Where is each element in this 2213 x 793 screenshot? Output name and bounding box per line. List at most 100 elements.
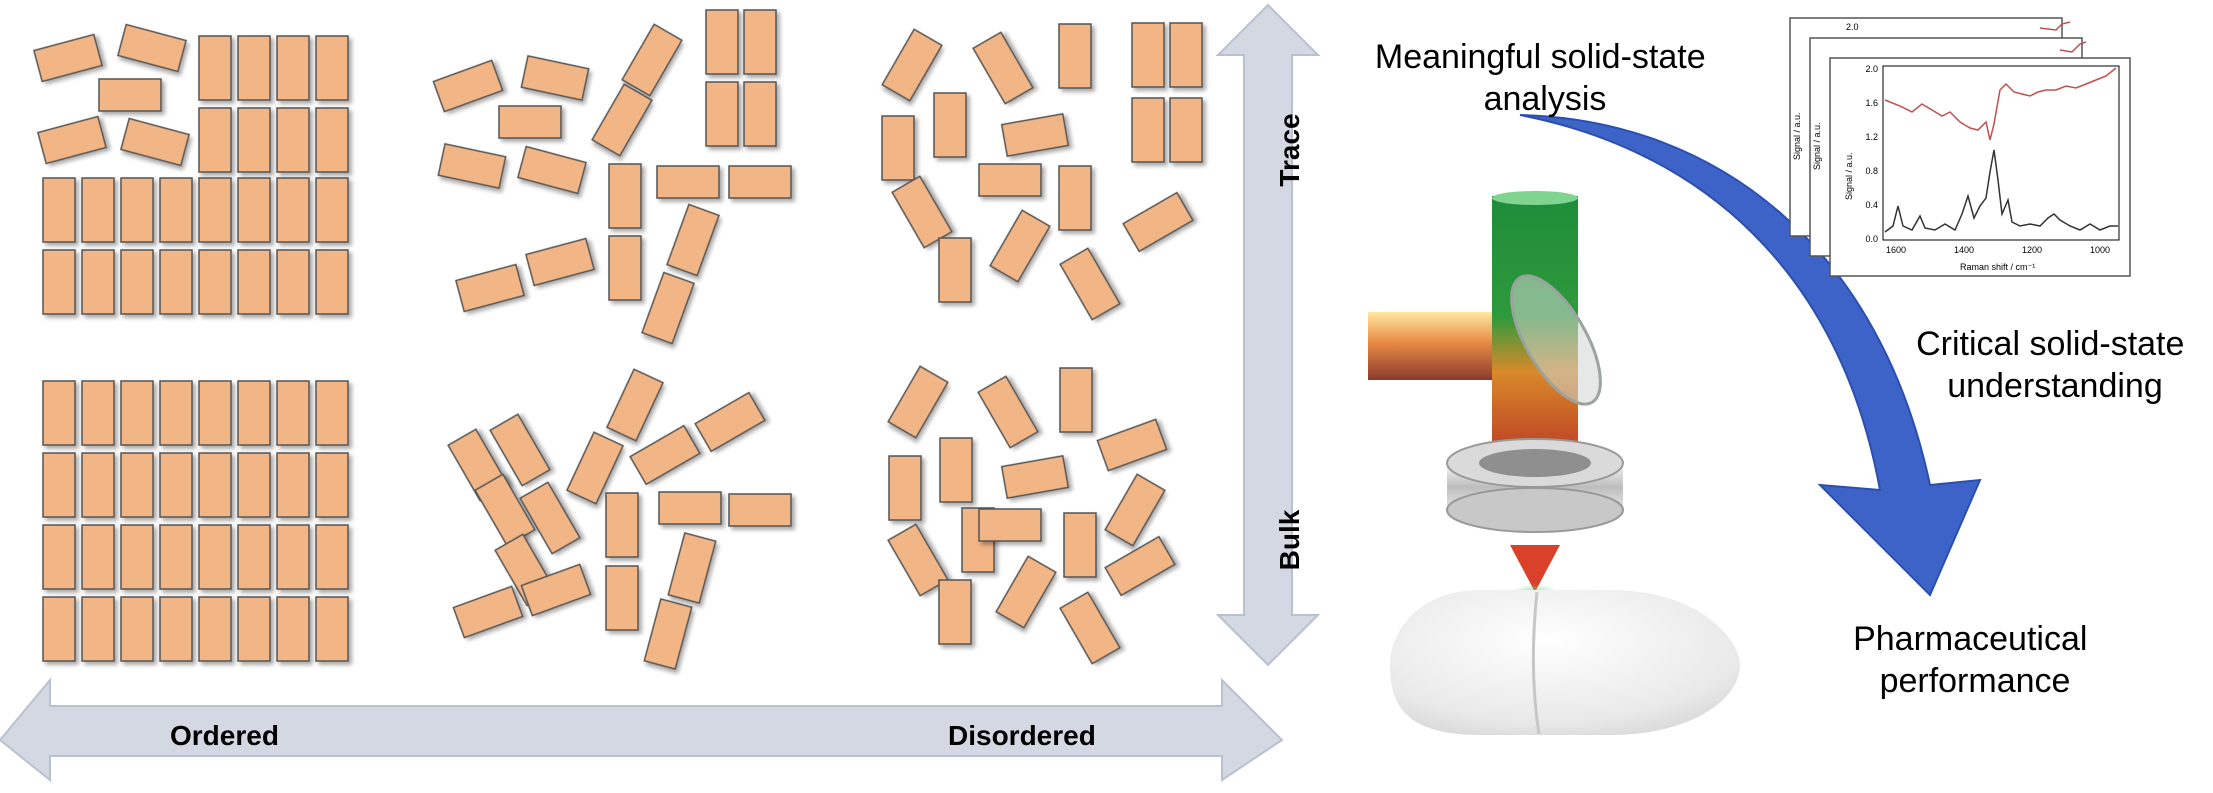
crystal-tile [198, 596, 232, 662]
crystal-tile [198, 177, 232, 243]
crystal-tile [743, 81, 777, 147]
crystal-tile [276, 177, 310, 243]
crystal-tile [1169, 97, 1203, 163]
disordered-label: Disordered [948, 720, 1096, 751]
crystal-tile [605, 492, 639, 558]
crystal-tile [81, 596, 115, 662]
crystal-tile [591, 83, 653, 157]
back-ytick: 2.0 [1846, 22, 1859, 32]
crystal-tile [116, 23, 188, 73]
raman-instrument [1368, 191, 1624, 608]
crystal-tile [159, 596, 193, 662]
crystal-tile [276, 596, 310, 662]
crystal-tile [520, 55, 590, 101]
crystal-tile [276, 524, 310, 590]
crystal-tile [276, 249, 310, 315]
crystal-tile [36, 115, 108, 165]
crystal-tile [159, 249, 193, 315]
crystal-tile [42, 596, 76, 662]
crystal-tile [237, 107, 271, 173]
crystal-tile [159, 452, 193, 518]
x-tick-label: 1400 [1954, 245, 1974, 255]
crystal-tile [1063, 512, 1097, 578]
crystal-tile [315, 380, 349, 446]
crystal-tile [237, 35, 271, 101]
crystal-tile [42, 452, 76, 518]
crystal-tile [667, 532, 717, 604]
crystal-tile [1058, 23, 1092, 89]
crystal-tile [694, 391, 766, 453]
top-trace-back [2039, 21, 2071, 31]
crystal-tile [42, 524, 76, 590]
crystal-tile [315, 35, 349, 101]
order-axis-arrow [0, 677, 1284, 783]
crystal-tile [1059, 247, 1121, 321]
crystal-tile [198, 249, 232, 315]
plot-frame [1882, 65, 2120, 241]
crystal-tile [159, 380, 193, 446]
crystal-tile [881, 115, 915, 181]
crystal-tile [1059, 591, 1121, 665]
crystal-tile [120, 596, 154, 662]
trace-label: Trace [1274, 113, 1305, 186]
crystal-tile [120, 524, 154, 590]
crystal-tile [978, 163, 1042, 197]
y-tick-label: 0.8 [1865, 166, 1878, 176]
crystal-tile [1058, 165, 1092, 231]
crystal-tile [315, 177, 349, 243]
crystal-tile [524, 237, 596, 287]
middle-ylabel: Signal / a.u. [1812, 122, 1822, 170]
crystal-tile [159, 524, 193, 590]
crystal-tile [237, 177, 271, 243]
analysis-label: Meaningful solid-state analysis [1375, 38, 1715, 118]
crystal-tile [159, 177, 193, 243]
x-tick-label: 1200 [2022, 245, 2042, 255]
crystal-tile [120, 177, 154, 243]
y-tick-label: 1.6 [1865, 98, 1878, 108]
crystal-tile [120, 452, 154, 518]
crystal-tile [891, 175, 953, 249]
x-axis-label: Raman shift / cm⁻¹ [1960, 262, 2035, 272]
crystal-tile [629, 424, 701, 486]
bulk-label: Bulk [1274, 509, 1305, 570]
crystal-tile [605, 565, 639, 631]
crystal-tile [474, 473, 536, 547]
crystal-tile [887, 365, 949, 439]
crystal-tile [276, 107, 310, 173]
crystal-tile [42, 249, 76, 315]
spectrum-inset: 2.0 Signal / a.u. Signal / a.u. Signal /… [1789, 17, 2131, 277]
crystal-tile [198, 524, 232, 590]
x-tick-label: 1000 [2090, 245, 2110, 255]
crystal-tile [705, 81, 739, 147]
crystal-tile [881, 28, 943, 102]
crystal-tile [198, 107, 232, 173]
crystal-tile [1122, 191, 1194, 253]
crystal-tile [666, 203, 720, 277]
crystal-tile [489, 413, 551, 487]
crystal-tile [565, 431, 625, 505]
crystal-tile [728, 165, 792, 199]
crystal-tile [237, 452, 271, 518]
crystal-tile [81, 249, 115, 315]
crystal-tile [938, 579, 972, 645]
crystal-tile [32, 33, 104, 83]
crystal-tile [198, 380, 232, 446]
front-ylabel: Signal / a.u. [1844, 152, 1854, 200]
top-trace-middle [2059, 41, 2087, 53]
crystal-tile [198, 452, 232, 518]
objective-bottom [1446, 487, 1624, 533]
crystal-tile [995, 555, 1057, 629]
crystal-tile [887, 523, 949, 597]
crystal-tile [656, 165, 720, 199]
crystal-tile [1000, 112, 1070, 158]
flow-arrow [1519, 114, 1982, 597]
crystal-tile [498, 105, 562, 139]
crystal-tile [315, 249, 349, 315]
crystal-tile [519, 481, 581, 555]
crystal-tile [198, 35, 232, 101]
crystal-panels [32, 9, 1203, 670]
crystal-tile [989, 209, 1051, 283]
crystal-tile [81, 177, 115, 243]
crystal-tile [641, 271, 695, 345]
